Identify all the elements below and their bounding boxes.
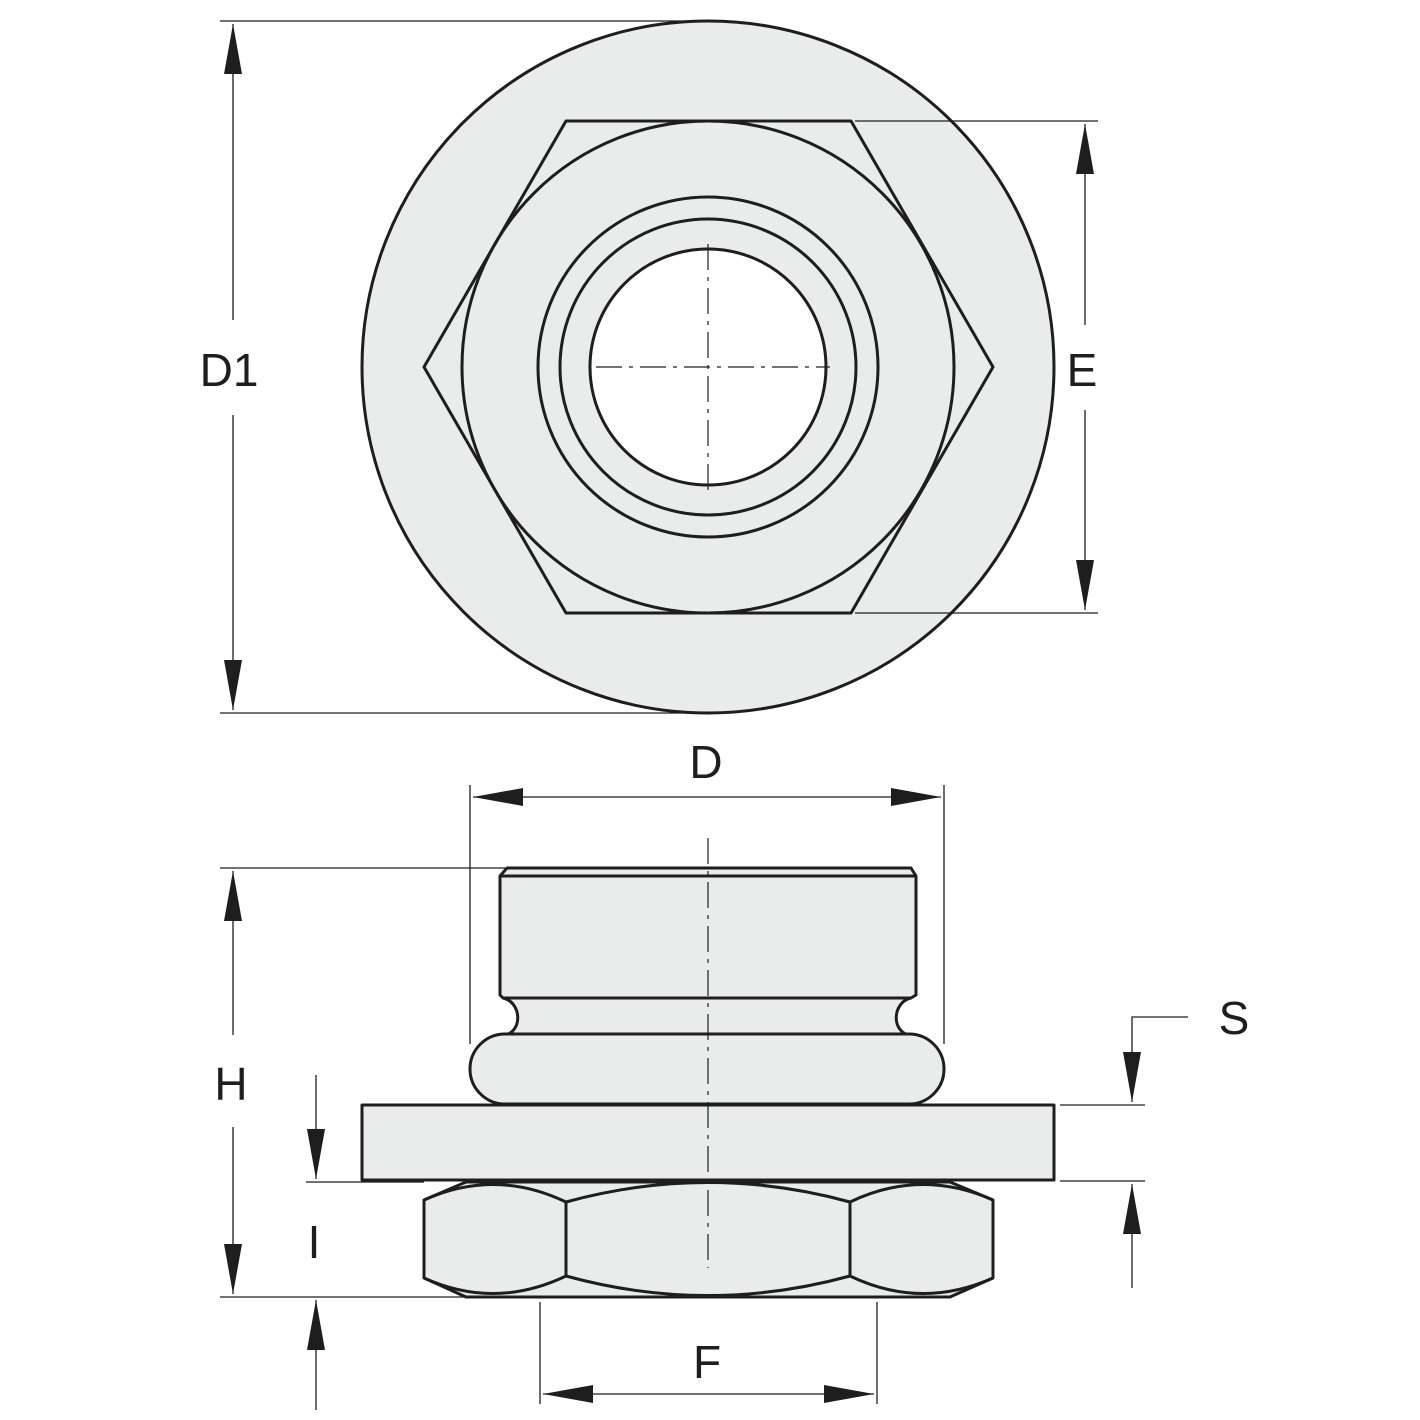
arrow-head xyxy=(307,1129,325,1179)
dimension-s: S xyxy=(1060,992,1249,1288)
top-view xyxy=(360,19,1056,715)
arrow-head xyxy=(1076,124,1094,174)
arrow-head xyxy=(1076,560,1094,610)
thread-outer-circle xyxy=(536,195,880,539)
label-d1: D1 xyxy=(200,344,259,396)
dimension-h: H xyxy=(214,867,505,1298)
arrow-head xyxy=(543,1385,593,1403)
arrow-head xyxy=(824,1385,874,1403)
nut-chamfer-circle xyxy=(460,119,956,615)
nut-face-curves-right xyxy=(849,1183,994,1295)
dimension-d: D xyxy=(469,736,945,1044)
arrow-head xyxy=(224,1244,242,1294)
side-view xyxy=(360,838,1056,1299)
label-h: H xyxy=(214,1058,247,1110)
thread-inner-circle xyxy=(558,217,858,517)
dimension-e: E xyxy=(855,120,1098,614)
arrow-head xyxy=(891,788,941,806)
arrow-head xyxy=(473,788,523,806)
arrow-head xyxy=(224,660,242,710)
arrow-head xyxy=(224,24,242,74)
label-i: I xyxy=(308,1216,321,1268)
label-f: F xyxy=(693,1336,721,1388)
label-s: S xyxy=(1219,992,1250,1044)
dimension-d1: D1 xyxy=(200,20,708,714)
nut-face-curves-left xyxy=(423,1183,567,1295)
seal-ring xyxy=(468,1032,946,1106)
label-e: E xyxy=(1067,344,1098,396)
arrow-head xyxy=(224,871,242,921)
dimension-f: F xyxy=(539,1302,878,1404)
arrow-head xyxy=(307,1300,325,1350)
label-d: D xyxy=(689,736,722,788)
arrow-head xyxy=(1123,1052,1141,1102)
arrow-head xyxy=(1123,1184,1141,1234)
dimension-i: I xyxy=(306,1075,424,1410)
